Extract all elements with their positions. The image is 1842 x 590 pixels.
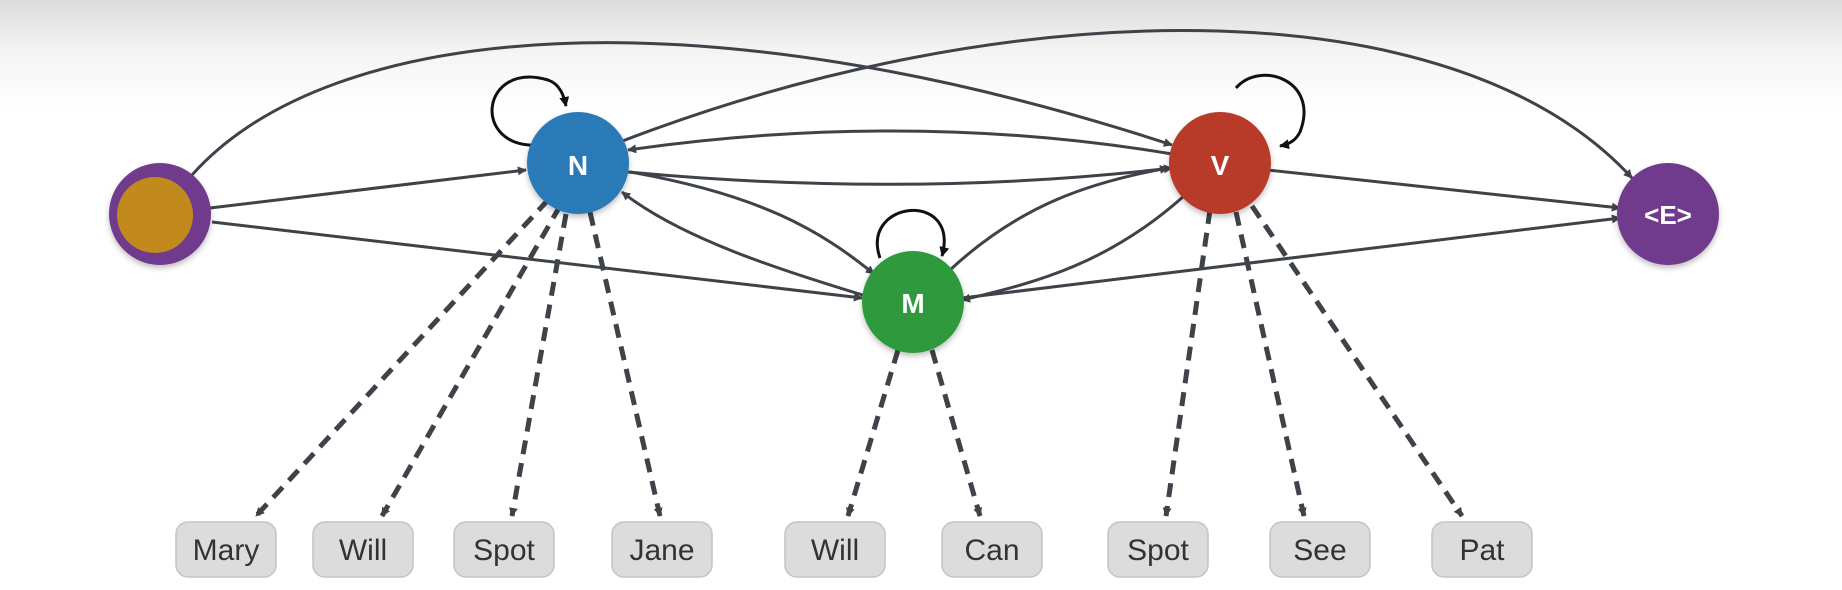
state-n-circle <box>527 112 629 214</box>
end-state-label: <E> <box>1644 200 1692 230</box>
word-label: Jane <box>629 534 694 567</box>
word-v-see: See <box>1269 521 1371 578</box>
edge-start-to-n <box>209 166 527 210</box>
edge-n-to-v <box>627 164 1173 186</box>
start-state <box>109 163 211 265</box>
word-label: Spot <box>1127 534 1189 567</box>
word-box <box>1107 521 1209 578</box>
emit-m-will <box>845 349 901 517</box>
word-box <box>312 521 414 578</box>
word-box <box>1269 521 1371 578</box>
edge-m-to-end <box>961 214 1621 300</box>
emit-n-spot <box>508 213 569 517</box>
edge-v-to-end <box>1267 168 1621 212</box>
emit-n-will <box>379 204 563 518</box>
loop-v <box>1234 73 1306 150</box>
state-m: M <box>862 251 964 353</box>
state-m-label: M <box>901 288 924 319</box>
word-box <box>611 521 713 578</box>
edge-m-to-n <box>621 190 867 298</box>
end-state-circle <box>1617 163 1719 265</box>
word-label: See <box>1293 534 1346 567</box>
word-label: Pat <box>1459 534 1505 567</box>
word-label: Will <box>339 534 387 567</box>
state-v-circle <box>1169 112 1271 214</box>
state-n-label: N <box>568 150 588 181</box>
word-label: Spot <box>473 534 535 567</box>
word-m-will: Will <box>784 521 886 578</box>
emit-n-mary <box>254 198 550 518</box>
edge-start-to-m <box>211 220 863 302</box>
transition-edges <box>190 29 1634 303</box>
edge-n-to-end <box>619 29 1634 180</box>
emit-m-can <box>929 349 983 517</box>
loop-m <box>876 209 950 259</box>
word-box <box>941 521 1043 578</box>
state-v-label: V <box>1211 150 1230 181</box>
state-v: V <box>1169 112 1271 214</box>
start-state-core <box>117 177 193 253</box>
state-m-circle <box>862 251 964 353</box>
word-v-spot: Spot <box>1107 521 1209 578</box>
word-box <box>175 521 277 578</box>
edge-v-to-n <box>627 129 1173 156</box>
emission-edges <box>254 198 1465 518</box>
word-box <box>453 521 555 578</box>
word-box <box>784 521 886 578</box>
emit-v-pat <box>1249 204 1465 518</box>
word-n-spot: Spot <box>453 521 555 578</box>
self-loops <box>490 73 1306 259</box>
emit-n-jane <box>587 211 663 517</box>
loop-n <box>490 75 570 147</box>
word-n-mary: Mary <box>175 521 277 578</box>
word-label: Can <box>964 534 1019 567</box>
word-m-can: Can <box>941 521 1043 578</box>
emit-v-see <box>1233 211 1307 517</box>
word-label: Mary <box>193 534 260 567</box>
end-state: <E> <box>1617 163 1719 265</box>
emit-v-spot <box>1162 209 1213 517</box>
edge-m-to-v <box>948 165 1169 272</box>
state-nodes: N M V <E> <box>109 112 1719 353</box>
edge-n-to-m <box>629 170 875 276</box>
word-v-pat: Pat <box>1431 521 1533 578</box>
word-n-jane: Jane <box>611 521 713 578</box>
observation-words: Mary Will Spot Jane Will Can Spot See <box>175 521 1533 578</box>
word-n-will: Will <box>312 521 414 578</box>
state-n: N <box>527 112 629 214</box>
word-box <box>1431 521 1533 578</box>
word-label: Will <box>811 534 859 567</box>
edge-start-to-v <box>190 41 1173 176</box>
